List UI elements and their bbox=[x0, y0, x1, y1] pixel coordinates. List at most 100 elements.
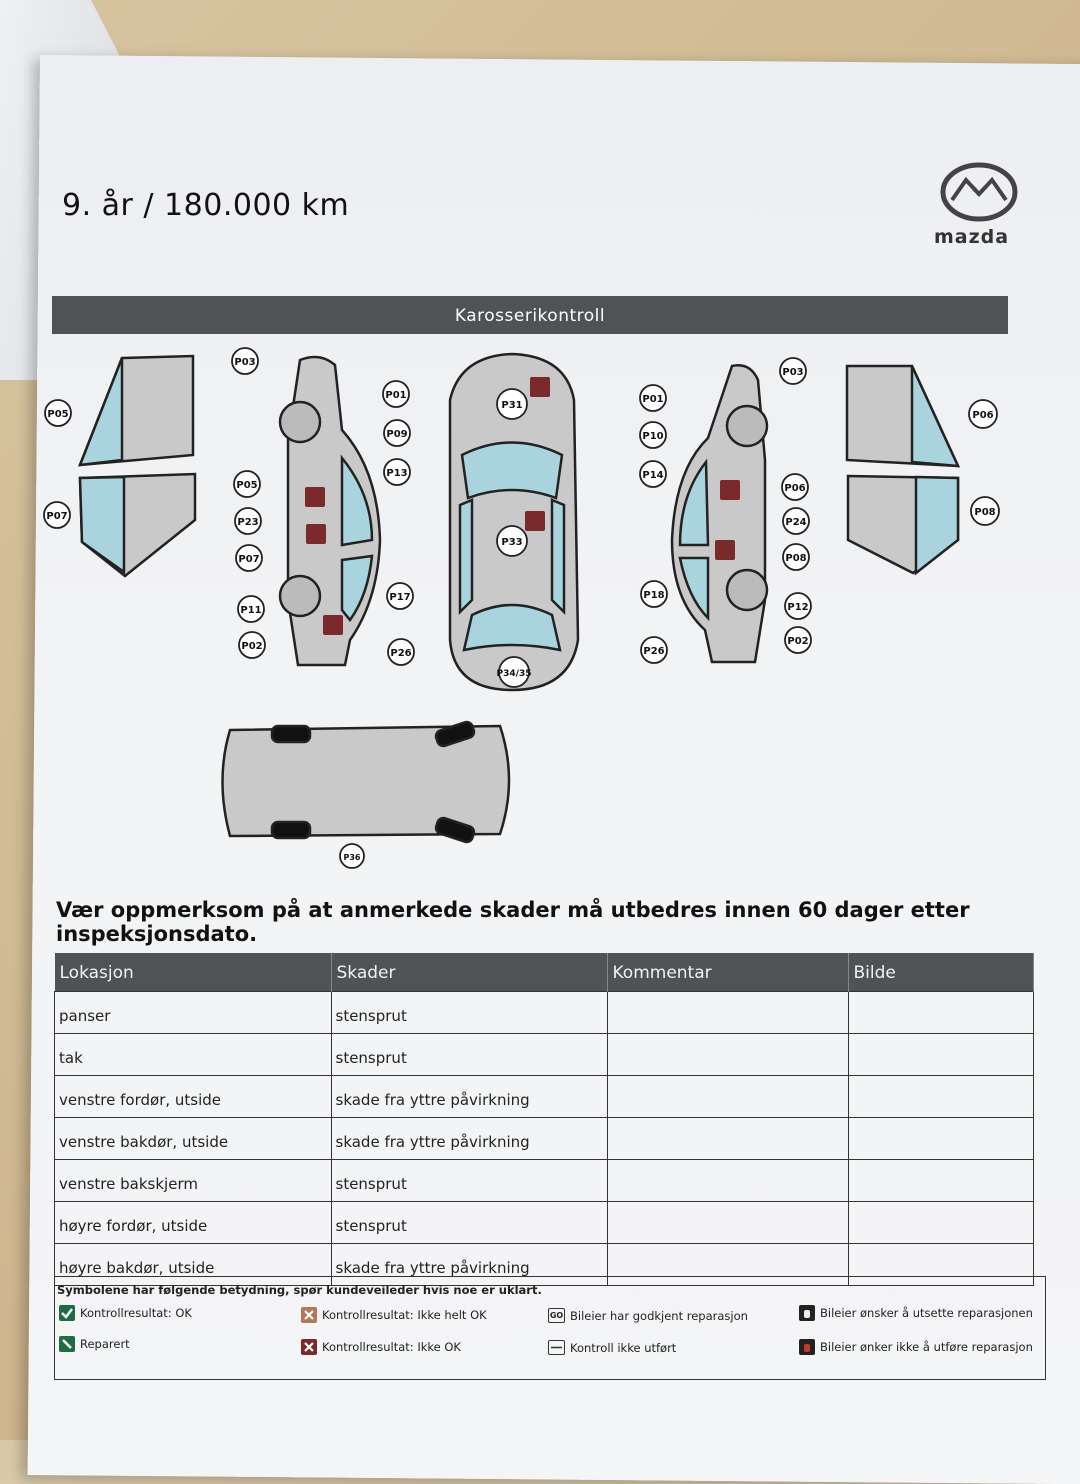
check-icon bbox=[59, 1305, 75, 1321]
label-left-p11: P11 bbox=[240, 605, 261, 616]
cell-lokasjon: venstre fordør, utside bbox=[54, 1075, 332, 1118]
label-right-p08: P08 bbox=[785, 553, 806, 564]
label-right-p10: P10 bbox=[642, 431, 663, 442]
right-doors-diagram bbox=[845, 364, 961, 576]
cell-lokasjon: venstre bakskjerm bbox=[54, 1159, 332, 1202]
go-icon: GO bbox=[548, 1308, 565, 1323]
label-left-p23: P23 bbox=[237, 517, 258, 528]
table-row: venstre bakskjerm stensprut bbox=[54, 1159, 1034, 1202]
col-skader: Skader bbox=[331, 953, 608, 992]
cell-skader: stensprut bbox=[330, 1033, 608, 1076]
legend-item-not-done: Kontroll ikke utført bbox=[548, 1340, 676, 1355]
cell-bilde bbox=[847, 1201, 1034, 1244]
cell-skader: stensprut bbox=[330, 1159, 608, 1202]
dash-icon bbox=[548, 1340, 565, 1355]
legend-box: Symbolene har følgende betydning, spør k… bbox=[54, 1276, 1046, 1380]
label-left-p26: P26 bbox=[390, 648, 411, 659]
cell-bilde bbox=[847, 1159, 1034, 1202]
left-side-car bbox=[278, 355, 382, 667]
col-bilde: Bilde bbox=[848, 953, 1034, 992]
cell-skader: skade fra yttre påvirkning bbox=[330, 1075, 608, 1118]
cell-bilde bbox=[847, 1075, 1034, 1118]
label-left-p13: P13 bbox=[386, 468, 407, 479]
label-right-p26: P26 bbox=[643, 646, 664, 657]
legend-label-postpone: Bileier ønsker å utsette reparasjonen bbox=[820, 1306, 1033, 1320]
cell-kommentar bbox=[606, 1201, 849, 1244]
label-left-p17: P17 bbox=[389, 592, 410, 603]
label-right-p18: P18 bbox=[643, 590, 664, 601]
col-kommentar: Kommentar bbox=[607, 953, 849, 992]
label-left-p07: P07 bbox=[238, 554, 259, 565]
table-row: panser stensprut bbox=[54, 991, 1034, 1034]
hand-icon bbox=[799, 1305, 815, 1321]
label-right-p02: P02 bbox=[787, 636, 808, 647]
underbody-diagram bbox=[221, 720, 511, 844]
top-view-car bbox=[448, 352, 580, 692]
legend-title: Symbolene har følgende betydning, spør k… bbox=[57, 1283, 542, 1297]
legend-item-partly-ok: Kontrollresultat: Ikke helt OK bbox=[301, 1307, 487, 1323]
notice-text: Vær oppmerksom på at anmerkede skader må… bbox=[56, 898, 970, 946]
cell-bilde bbox=[847, 1033, 1034, 1076]
table-row: venstre bakdør, utside skade fra yttre p… bbox=[54, 1117, 1034, 1160]
table-header-row: Lokasjon Skader Kommentar Bilde bbox=[54, 953, 1034, 992]
label-bubbles bbox=[43, 347, 1000, 869]
legend-label-approved: Bileier har godkjent reparasjon bbox=[570, 1308, 748, 1323]
label-right-p24: P24 bbox=[785, 517, 806, 528]
table-row: høyre bakdør, utside skade fra yttre påv… bbox=[54, 1243, 1034, 1286]
label-top-p31: P31 bbox=[501, 400, 522, 411]
label-left-p02: P02 bbox=[241, 641, 262, 652]
label-left-p03: P03 bbox=[234, 357, 255, 368]
mazda-wordmark: mazda bbox=[934, 226, 1010, 248]
table-row: høyre fordør, utside stensprut bbox=[54, 1201, 1034, 1244]
cell-skader: stensprut bbox=[330, 1201, 608, 1244]
cell-lokasjon: høyre bakdør, utside bbox=[54, 1243, 332, 1286]
label-top-p34-35: P34/35 bbox=[497, 669, 532, 679]
cell-kommentar bbox=[606, 1117, 849, 1160]
page-title: 9. år / 180.000 km bbox=[62, 188, 350, 223]
cell-skader: skade fra yttre påvirkning bbox=[330, 1117, 608, 1160]
cell-kommentar bbox=[606, 991, 849, 1034]
col-lokasjon: Lokasjon bbox=[54, 953, 332, 992]
label-right-p03: P03 bbox=[782, 367, 803, 378]
label-text: P05 P07 P03 P01 P09 P13 P05 P23 P07 P17 … bbox=[46, 357, 995, 862]
label-right-door-rear: P08 bbox=[974, 507, 995, 518]
wrench-icon bbox=[59, 1336, 75, 1352]
legend-item-postpone: Bileier ønsker å utsette reparasjonen bbox=[799, 1305, 1033, 1321]
cell-lokasjon: høyre fordør, utside bbox=[54, 1201, 332, 1244]
cell-kommentar bbox=[606, 1159, 849, 1202]
cell-kommentar bbox=[606, 1243, 849, 1286]
partial-cross-icon bbox=[301, 1307, 317, 1323]
cell-kommentar bbox=[606, 1033, 849, 1076]
cell-bilde bbox=[847, 1243, 1034, 1286]
legend-label-not-done: Kontroll ikke utført bbox=[570, 1340, 677, 1355]
legend-label-ok: Kontrollresultat: OK bbox=[80, 1306, 192, 1320]
label-right-p14: P14 bbox=[642, 470, 663, 481]
body-check-diagram: P05 P07 P03 P01 P09 P13 P05 P23 P07 P17 … bbox=[43, 347, 1000, 869]
cell-bilde bbox=[847, 1117, 1034, 1160]
legend-item-declines: Bileier ønker ikke å utføre reparasjon bbox=[799, 1339, 1033, 1355]
label-left-door-rear: P07 bbox=[46, 511, 67, 522]
legend-label-declines: Bileier ønker ikke å utføre reparasjon bbox=[820, 1340, 1033, 1354]
cell-lokasjon: panser bbox=[54, 991, 332, 1034]
label-left-door-front: P05 bbox=[47, 409, 68, 420]
section-header: Karosserikontroll bbox=[52, 296, 1008, 334]
legend-item-ok: Kontrollresultat: OK bbox=[59, 1305, 192, 1321]
damage-markers bbox=[305, 377, 740, 635]
legend-label-repaired: Reparert bbox=[80, 1337, 130, 1351]
cell-lokasjon: tak bbox=[54, 1033, 332, 1076]
label-underbody-p36: P36 bbox=[344, 853, 361, 862]
cross-icon bbox=[301, 1339, 317, 1355]
label-right-p06: P06 bbox=[784, 483, 805, 494]
legend-label-not-ok: Kontrollresultat: Ikke OK bbox=[322, 1340, 461, 1354]
stop-hand-icon bbox=[799, 1339, 815, 1355]
right-side-car bbox=[670, 364, 769, 664]
label-right-door-front: P06 bbox=[972, 410, 993, 421]
left-doors-diagram bbox=[78, 354, 197, 578]
label-right-p12: P12 bbox=[787, 602, 808, 613]
label-left-p09: P09 bbox=[386, 429, 407, 440]
table-row: venstre fordør, utside skade fra yttre p… bbox=[54, 1075, 1034, 1118]
cell-skader: stensprut bbox=[330, 991, 608, 1034]
cell-bilde bbox=[847, 991, 1034, 1034]
legend-item-repaired: Reparert bbox=[59, 1336, 130, 1352]
label-top-p33: P33 bbox=[501, 537, 522, 548]
